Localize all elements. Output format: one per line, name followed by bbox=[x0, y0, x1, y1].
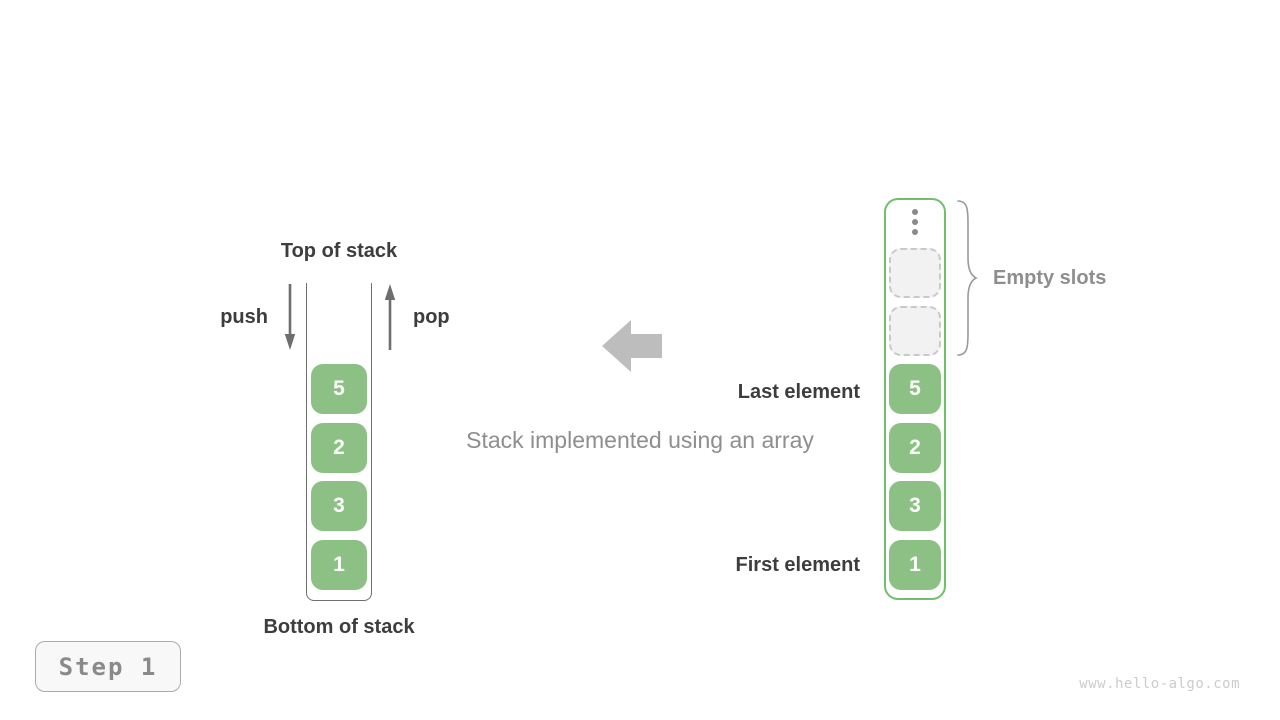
ellipsis-icon bbox=[909, 209, 921, 235]
push-arrow-icon bbox=[284, 284, 296, 350]
stack-container bbox=[306, 283, 372, 601]
empty-slot bbox=[889, 306, 941, 356]
pop-arrow-icon bbox=[384, 284, 396, 350]
array-block: 1 bbox=[889, 540, 941, 590]
brace-icon bbox=[957, 200, 978, 356]
pop-label: pop bbox=[413, 306, 450, 328]
stack-block: 2 bbox=[311, 423, 367, 473]
left-block-arrow-icon bbox=[602, 320, 662, 372]
stack-block: 5 bbox=[311, 364, 367, 414]
watermark: www.hello-algo.com bbox=[1079, 676, 1240, 692]
push-label: push bbox=[220, 306, 268, 328]
array-block: 2 bbox=[889, 423, 941, 473]
step-badge: Step 1 bbox=[35, 641, 181, 692]
last-element-label: Last element bbox=[737, 381, 860, 403]
empty-slot bbox=[889, 248, 941, 298]
top-of-stack-label: Top of stack bbox=[280, 240, 398, 262]
empty-slots-label: Empty slots bbox=[993, 267, 1107, 289]
bottom-of-stack-label: Bottom of stack bbox=[263, 616, 415, 638]
diagram-caption: Stack implemented using an array bbox=[466, 427, 814, 453]
first-element-label: First element bbox=[735, 554, 860, 576]
stack-block: 3 bbox=[311, 481, 367, 531]
stack-block: 1 bbox=[311, 540, 367, 590]
array-block: 3 bbox=[889, 481, 941, 531]
array-block: 5 bbox=[889, 364, 941, 414]
